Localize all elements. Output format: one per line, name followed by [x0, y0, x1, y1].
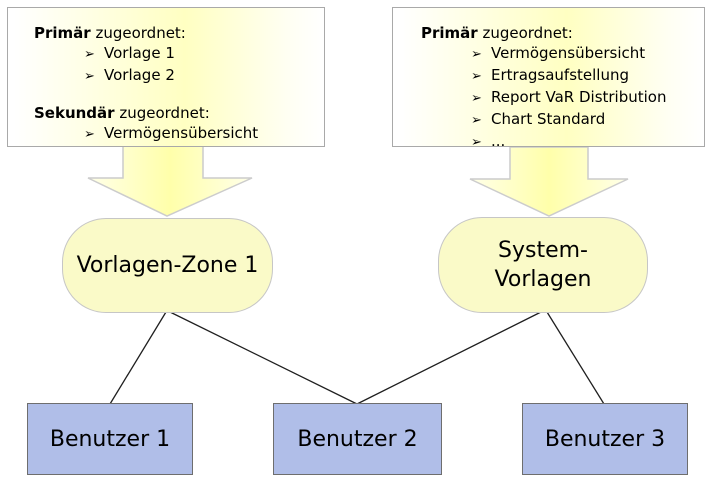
assignment-section-primary: Primär zugeordnet: ➢ Vermögensübersicht ➢…	[421, 23, 696, 153]
arrow-bullet-icon: ➢	[471, 135, 482, 150]
arrow-bullet-icon: ➢	[84, 69, 95, 84]
connector-line-zone2-user2	[356, 311, 542, 405]
user-node-benutzer-3: Benutzer 3	[522, 403, 688, 475]
zone-label-line: Vorlagen	[494, 267, 592, 292]
zone-node-system-vorlagen: System- Vorlagen	[438, 217, 648, 313]
list-item: ➢ Vorlage 2	[34, 65, 316, 87]
arrow-bullet-icon: ➢	[471, 91, 482, 106]
down-arrow-right-icon	[469, 146, 629, 217]
user-label: Benutzer 2	[297, 426, 418, 452]
list-item-label: Chart Standard	[491, 110, 606, 128]
assignment-note-box-1: Primär zugeordnet: ➢ Vorlage 1 ➢ Vorlage 2…	[7, 7, 325, 147]
list-item: ➢ Chart Standard	[421, 109, 696, 131]
assignment-note-box-2: Primär zugeordnet: ➢ Vermögensübersicht ➢…	[392, 7, 705, 150]
assignment-section-primary: Primär zugeordnet: ➢ Vorlage 1 ➢ Vorlage 2	[34, 23, 316, 87]
user-label: Benutzer 1	[49, 426, 171, 452]
section-title: Sekundär zugeordnet:	[34, 103, 316, 123]
arrow-bullet-icon: ➢	[471, 69, 482, 84]
list-item-label: Report VaR Distribution	[491, 88, 667, 106]
arrow-bullet-icon: ➢	[84, 127, 95, 142]
list-item-label: Vermögensübersicht	[104, 124, 259, 142]
arrow-bullet-icon: ➢	[471, 113, 482, 128]
arrow-bullet-icon: ➢	[471, 47, 482, 62]
connector-line-zone1-user1	[109, 311, 167, 405]
section-title-rest: zugeordnet:	[114, 104, 210, 122]
section-title-keyword: Primär	[421, 24, 478, 42]
list-item-label: ...	[491, 132, 506, 150]
list-item: ➢ Vermögensübersicht	[421, 43, 696, 65]
section-title: Primär zugeordnet:	[421, 23, 696, 43]
list-item-label: Vorlage 1	[104, 44, 175, 62]
zone-label-line: System-	[498, 238, 588, 263]
connector-line-zone2-user3	[546, 311, 605, 405]
zone-label: Vorlagen-Zone 1	[76, 253, 259, 278]
section-title-rest: zugeordnet:	[477, 24, 573, 42]
list-item: ➢ Vorlage 1	[34, 43, 316, 65]
list-item: ➢ Ertragsaufstellung	[421, 65, 696, 87]
list-item-label: Ertragsaufstellung	[491, 66, 629, 84]
user-node-benutzer-1: Benutzer 1	[27, 403, 193, 475]
zone-node-vorlagen-zone-1: Vorlagen-Zone 1	[62, 218, 273, 313]
section-title: Primär zugeordnet:	[34, 23, 316, 43]
arrow-bullet-icon: ➢	[84, 47, 95, 62]
user-node-benutzer-2: Benutzer 2	[273, 403, 442, 475]
connector-line-zone1-user2	[169, 311, 358, 405]
list-item-label: Vorlage 2	[104, 66, 175, 84]
section-title-keyword: Primär	[34, 24, 91, 42]
list-item: ➢...	[421, 131, 696, 153]
list-item-label: Vermögensübersicht	[491, 44, 646, 62]
user-label: Benutzer 3	[544, 426, 666, 452]
section-title-keyword: Sekundär	[34, 104, 115, 122]
assignment-section-secondary: Sekundär zugeordnet: ➢ Vermögensübersicht	[34, 103, 316, 145]
section-title-rest: zugeordnet:	[90, 24, 186, 42]
list-item: ➢ Report VaR Distribution	[421, 87, 696, 109]
list-item: ➢ Vermögensübersicht	[34, 123, 316, 145]
down-arrow-left-icon	[87, 145, 253, 217]
